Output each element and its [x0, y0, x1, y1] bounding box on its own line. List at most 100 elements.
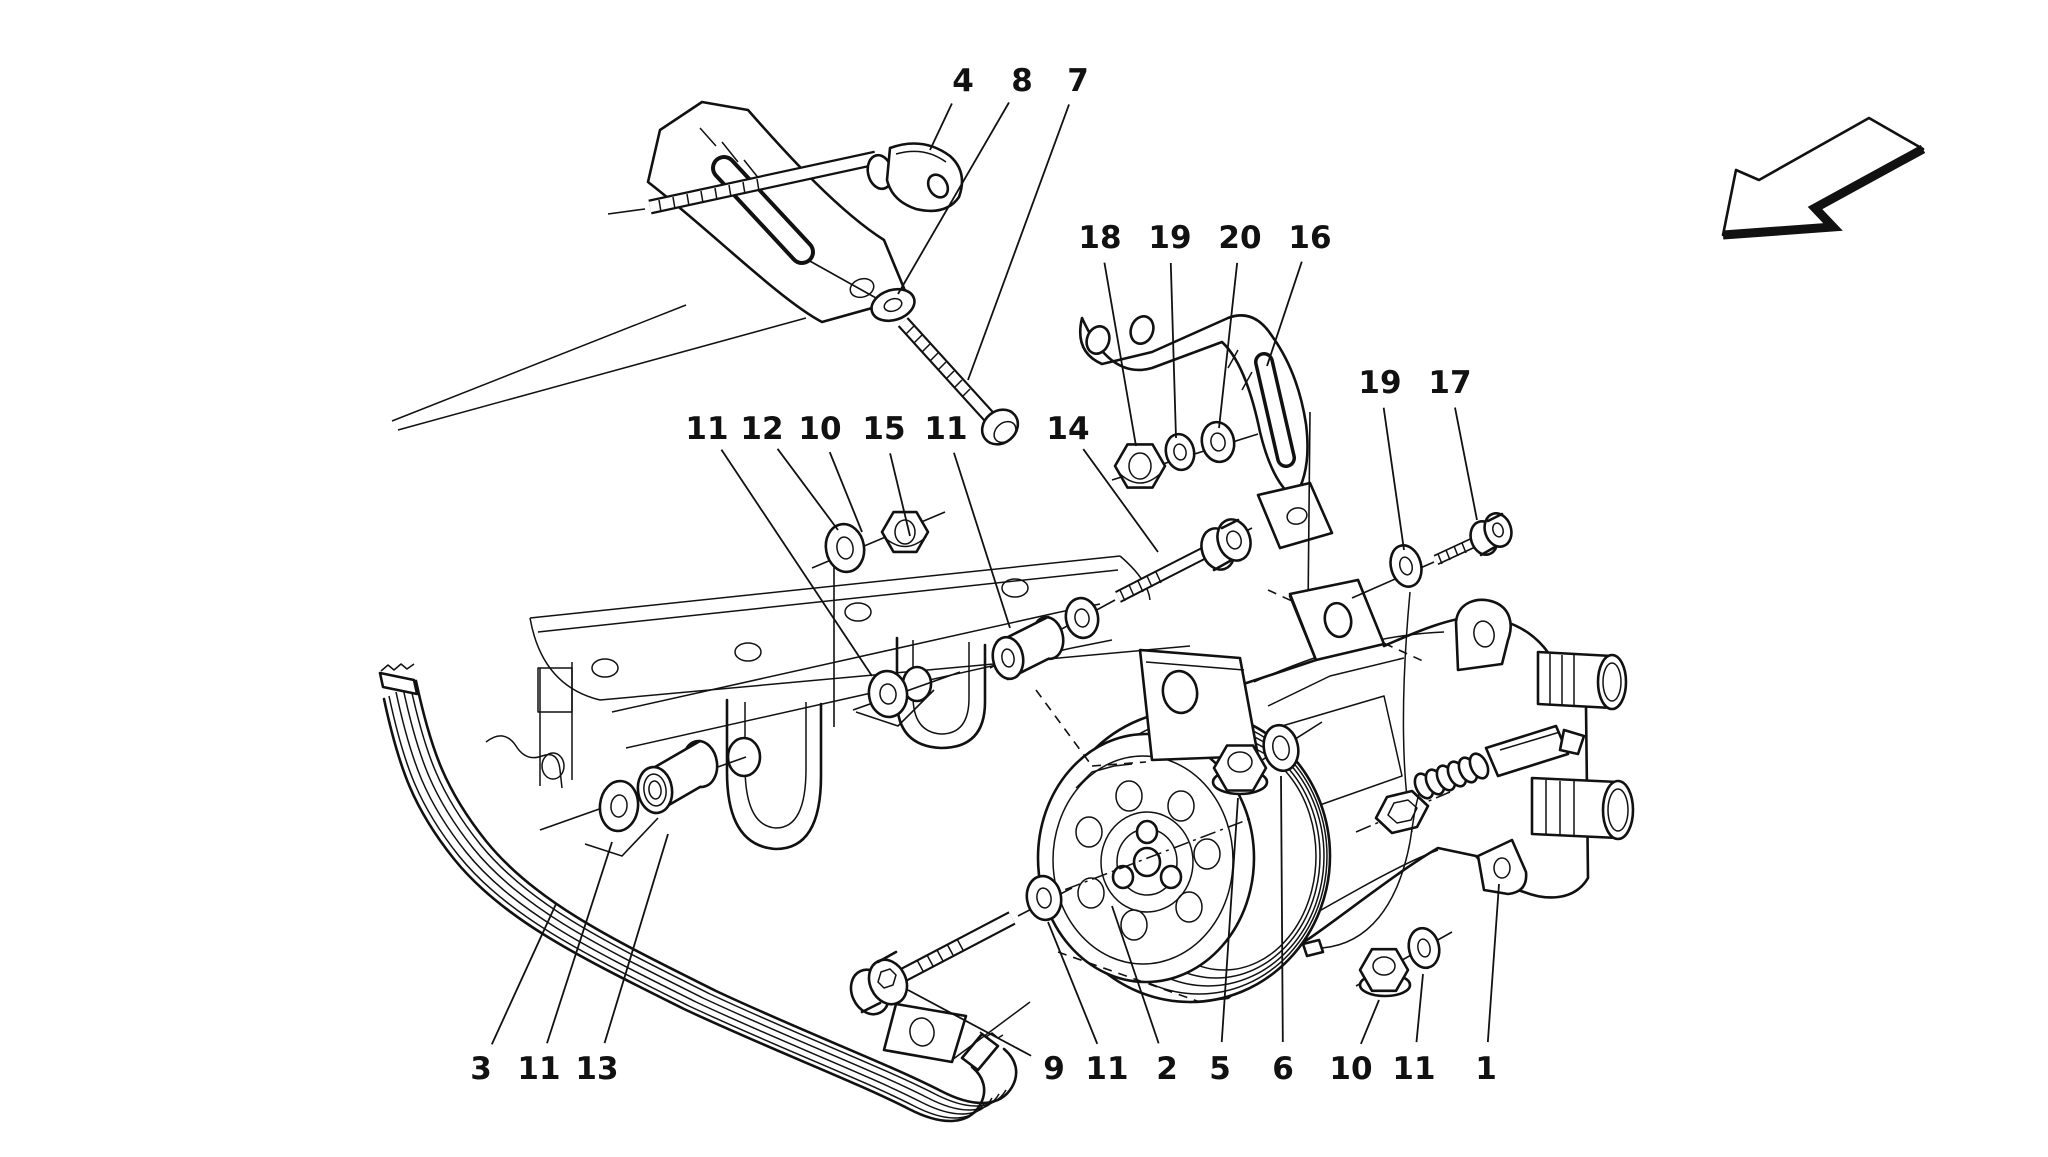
bolt-17-group	[1351, 512, 1513, 599]
bracket-16	[1078, 314, 1334, 611]
callout-label-19-7: 19	[1358, 365, 1401, 401]
callout-label-5-21: 5	[1209, 1051, 1231, 1087]
callout-leader-17-8	[1454, 407, 1478, 521]
bolt-9	[849, 911, 1016, 1016]
nut-5-group	[1211, 721, 1323, 796]
pulley-front-ear	[1138, 648, 1260, 762]
callout-label-13-17: 13	[575, 1051, 618, 1087]
washer-11-left	[598, 779, 640, 833]
clutch-hub	[1100, 811, 1194, 913]
callout-label-10-11: 10	[798, 411, 841, 447]
bushing-13-group	[539, 739, 747, 857]
compressor-port-upper	[1536, 650, 1628, 711]
bushing-right	[991, 615, 1065, 681]
bushing-13	[636, 739, 719, 815]
frame-ear-right	[895, 636, 987, 750]
callout-leader-9-18	[907, 989, 1032, 1057]
callout-label-11-13: 11	[924, 411, 967, 447]
callout-leader-10-23	[1360, 999, 1380, 1045]
belt-end-top	[378, 671, 419, 696]
wire-connector	[1484, 724, 1570, 778]
compressor-wire	[1281, 724, 1586, 958]
bolt-7	[897, 317, 1020, 446]
bolt-9-group	[849, 874, 1073, 1016]
nut-10-group	[1355, 926, 1453, 998]
callout-leader-16-6	[1266, 261, 1303, 367]
callout-label-11-19: 11	[1085, 1051, 1128, 1087]
bracket-16-foot	[1256, 481, 1334, 550]
callout-leader-2-20	[1111, 905, 1160, 1044]
washer-19-right	[1389, 544, 1423, 588]
callout-leader-15-12	[889, 453, 911, 537]
callout-label-9-18: 9	[1043, 1051, 1065, 1087]
compressor-ear-bottom-rear	[1476, 838, 1528, 896]
callout-leader-19-4	[1169, 262, 1177, 439]
callout-leader-8-1	[897, 102, 1010, 295]
washer-11-right	[1407, 926, 1441, 970]
callout-leader-6-22	[1280, 775, 1284, 1043]
callout-leader-18-3	[1103, 262, 1137, 447]
callout-label-12-10: 12	[740, 411, 783, 447]
callout-leader-13-17	[603, 833, 669, 1044]
callout-leader-20-5	[1218, 262, 1239, 429]
callout-label-16-6: 16	[1288, 220, 1331, 256]
callout-leader-10-11	[828, 451, 863, 533]
direction-arrow-icon	[1721, 116, 1926, 240]
washer-19-left	[1164, 432, 1196, 472]
compressor-port-lower	[1530, 776, 1635, 841]
callout-label-1-25: 1	[1475, 1051, 1497, 1087]
callout-leader-11-13	[953, 452, 1011, 629]
compressor-lower-lug	[882, 1001, 1031, 1064]
top-bracket	[646, 100, 910, 324]
callout-label-4-0: 4	[952, 63, 974, 99]
washer-8	[870, 287, 916, 323]
nut-10	[1358, 947, 1410, 993]
callout-leader-11-9	[720, 449, 873, 677]
callout-label-18-3: 18	[1078, 220, 1121, 256]
callout-leader-3-15	[490, 903, 557, 1045]
belt-end-bottom	[960, 1032, 1000, 1072]
callout-label-11-9: 11	[685, 411, 728, 447]
callout-label-20-5: 20	[1218, 220, 1261, 256]
bolt-17	[1433, 512, 1513, 565]
callout-label-11-16: 11	[517, 1051, 560, 1087]
callout-label-8-1: 8	[1011, 63, 1033, 99]
callout-leader-5-21	[1220, 797, 1239, 1043]
bolt-14	[1115, 518, 1252, 603]
washer-11-frame	[852, 669, 961, 727]
washer-11-bolt9	[1025, 874, 1063, 922]
bolt-4-threads	[658, 178, 760, 213]
callout-leader-4-0	[929, 103, 953, 151]
nut-5	[1212, 744, 1268, 792]
callout-label-6-22: 6	[1272, 1051, 1294, 1087]
compressor-ear-top-front	[1288, 578, 1386, 662]
washer-20	[1200, 420, 1236, 464]
callout-label-15-12: 15	[862, 411, 905, 447]
hex-plug	[1355, 789, 1451, 835]
callout-label-14-14: 14	[1046, 411, 1089, 447]
bolt-7-threads	[905, 325, 971, 398]
compressor-ear-top-rear	[1454, 598, 1512, 672]
callout-leader-11-19	[1047, 921, 1099, 1045]
callout-leader-19-7	[1382, 407, 1405, 551]
callout-label-19-4: 19	[1148, 220, 1191, 256]
belt-3	[378, 663, 1018, 1129]
bolt-14-group	[989, 518, 1253, 681]
washer-6	[1262, 723, 1300, 773]
callout-leader-12-10	[776, 448, 839, 531]
chassis-frame	[391, 304, 1191, 851]
callout-leader-11-16	[546, 841, 613, 1044]
callout-label-17-8: 17	[1428, 365, 1471, 401]
callout-leader-14-14	[1082, 448, 1159, 553]
callout-leader-7-2	[967, 104, 1070, 381]
callout-label-2-20: 2	[1156, 1051, 1178, 1087]
callout-leader-11-24	[1415, 973, 1424, 1043]
callout-label-11-24: 11	[1392, 1051, 1435, 1087]
nut-15	[880, 510, 930, 554]
callout-label-10-23: 10	[1329, 1051, 1372, 1087]
callout-label-7-2: 7	[1067, 63, 1089, 99]
callout-leader-1-25	[1486, 883, 1500, 1043]
